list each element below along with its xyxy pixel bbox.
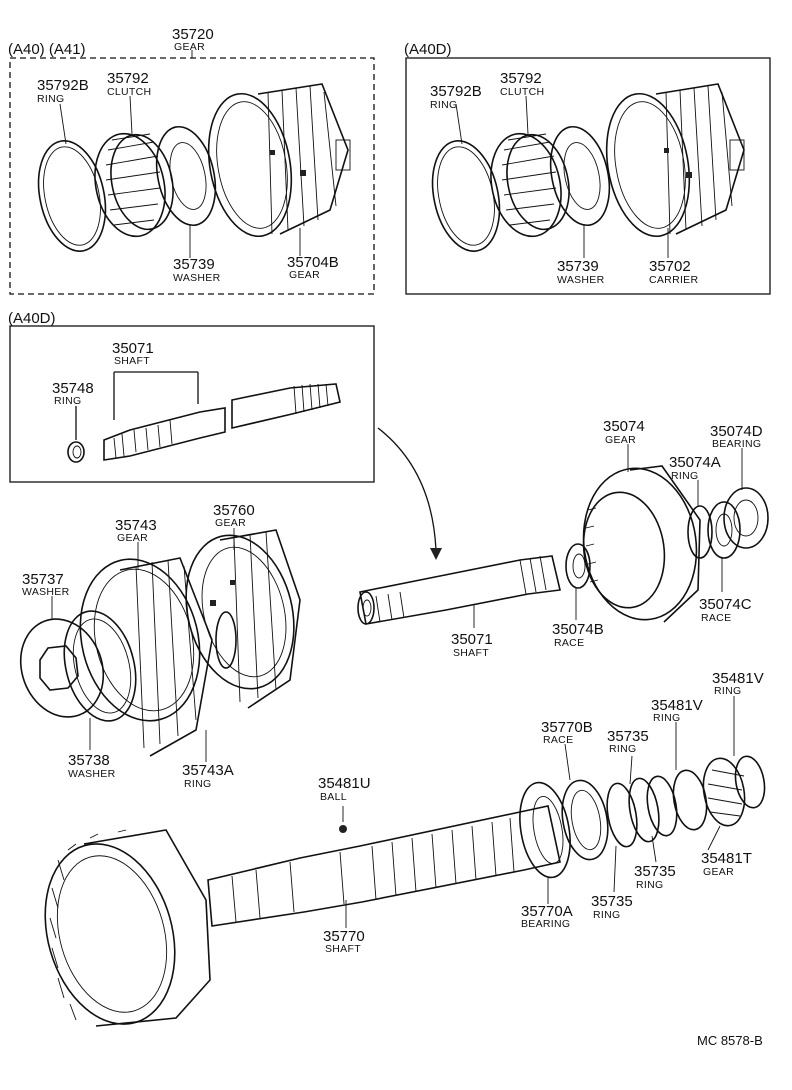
label-35481v-1-num: 35481V: [712, 670, 764, 687]
label-35743-num: 35743: [115, 517, 157, 534]
label-35720-num: 35720: [172, 26, 214, 43]
label-35481v-2-num: 35481V: [651, 697, 703, 714]
label-35760-num: 35760: [213, 502, 255, 519]
label-35737-num: 35737: [22, 571, 64, 588]
group-35743: [19, 529, 301, 757]
label-35739-2-num: 35739: [557, 258, 599, 275]
label-35071-name: SHAFT: [114, 355, 150, 367]
label-35770b-name: RACE: [543, 734, 573, 746]
assembly-arrow: [377, 427, 437, 551]
label-35074c-name: RACE: [701, 612, 731, 624]
label-35770b-num: 35770B: [541, 719, 593, 736]
group-a40d-shaft: [67, 371, 341, 463]
label-35739-name: WASHER: [173, 272, 221, 284]
label-35481u-num: 35481U: [318, 775, 371, 792]
label-35074d-name: BEARING: [712, 438, 761, 450]
label-35071-num: 35071: [112, 340, 154, 357]
label-35792-name: CLUTCH: [107, 86, 151, 98]
label-35735-2-num: 35735: [634, 863, 676, 880]
label-35074-num: 35074: [603, 418, 645, 435]
group-a40-a41: [37, 83, 351, 252]
label-35792-2-num: 35792: [500, 70, 542, 87]
label-35481t-name: GEAR: [703, 866, 734, 878]
label-35702-num: 35702: [649, 258, 691, 275]
label-35739-num: 35739: [173, 256, 215, 273]
label-35792-num: 35792: [107, 70, 149, 87]
header-a40-a41: (A40) (A41): [8, 41, 86, 58]
label-35074-name: GEAR: [605, 434, 636, 446]
label-35770a-name: BEARING: [521, 918, 570, 930]
label-35739-2-name: WASHER: [557, 274, 605, 286]
label-35481v-1-name: RING: [714, 685, 741, 697]
label-35074c-num: 35074C: [699, 596, 752, 613]
label-35702-name: CARRIER: [649, 274, 698, 286]
group-35074: [357, 465, 769, 625]
label-35770a-num: 35770A: [521, 903, 573, 920]
label-35481v-2-name: RING: [653, 712, 680, 724]
label-35704b-num: 35704B: [287, 254, 339, 271]
label-35074b-name: RACE: [554, 637, 584, 649]
header-a40d-top: (A40D): [404, 41, 452, 58]
label-35743a-name: RING: [184, 778, 211, 790]
label-35735-3-num: 35735: [591, 893, 633, 910]
group-35770: [44, 755, 766, 1027]
label-35481t-num: 35481T: [701, 850, 752, 867]
label-35743a-num: 35743A: [182, 762, 234, 779]
label-35074a-num: 35074A: [669, 454, 721, 471]
leader-lines: [51, 50, 743, 928]
label-35735-3-name: RING: [593, 909, 620, 921]
label-35737-name: WASHER: [22, 586, 70, 598]
label-35792b-2-name: RING: [430, 99, 457, 111]
label-35481u-name: BALL: [320, 791, 347, 803]
label-35735-2-name: RING: [636, 879, 663, 891]
label-35760-name: GEAR: [215, 517, 246, 529]
label-35074a-name: RING: [671, 470, 698, 482]
label-35071-2-name: SHAFT: [453, 647, 489, 659]
label-35792b-num: 35792B: [37, 77, 89, 94]
frame-a40d-shaft: [9, 325, 375, 483]
diagram-code: MC 8578-B: [697, 1033, 763, 1048]
label-35074b-num: 35074B: [552, 621, 604, 638]
label-35792b-name: RING: [37, 93, 64, 105]
assembly-arrow-head: [430, 548, 442, 560]
label-35074d-num: 35074D: [710, 423, 763, 440]
label-35071-2-num: 35071: [451, 631, 493, 648]
label-35748-num: 35748: [52, 380, 94, 397]
frame-a40d-top: [405, 57, 771, 295]
label-35792b-2-num: 35792B: [430, 83, 482, 100]
label-35743-name: GEAR: [117, 532, 148, 544]
label-35704b-name: GEAR: [289, 269, 320, 281]
label-35735-1-name: RING: [609, 743, 636, 755]
group-a40d-carrier: [431, 83, 745, 252]
header-a40d-shaft: (A40D): [8, 310, 56, 327]
label-35735-1-num: 35735: [607, 728, 649, 745]
label-35720-name: GEAR: [174, 41, 205, 53]
label-35770-num: 35770: [323, 928, 365, 945]
label-35738-num: 35738: [68, 752, 110, 769]
label-35738-name: WASHER: [68, 768, 116, 780]
label-35770-name: SHAFT: [325, 943, 361, 955]
label-35792-2-name: CLUTCH: [500, 86, 544, 98]
label-35748-name: RING: [54, 395, 81, 407]
